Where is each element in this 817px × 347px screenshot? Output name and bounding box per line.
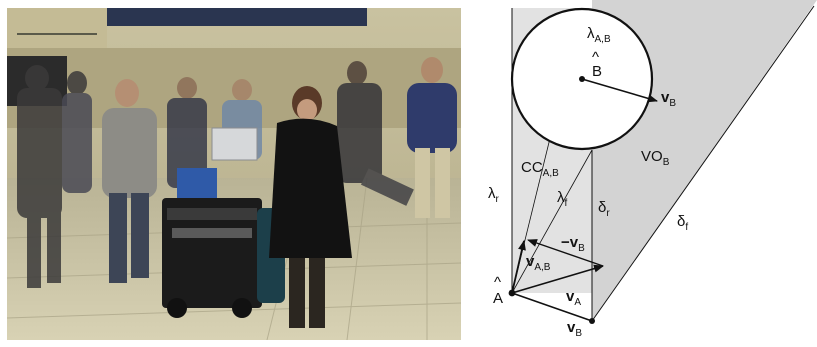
a-point [508, 289, 516, 297]
delta-f-label: δf [677, 213, 688, 233]
delta-f-line [591, 5, 815, 322]
a-hat-mark: ^ [494, 274, 501, 291]
cc-ab-label: CCA,B [521, 159, 559, 179]
neg-v-b-arrow [527, 239, 604, 267]
vo-b-label: VOB [641, 148, 670, 168]
v-a-label: vA [566, 288, 581, 308]
neg-v-b-label: −vB [561, 234, 585, 254]
b-hat-mark: ^ [592, 49, 599, 66]
v-b-arrow-bottom [511, 292, 593, 322]
v-a-arrow [511, 264, 604, 294]
delta-r-label: δr [598, 199, 610, 219]
station-photo [7, 8, 461, 340]
lambda-r-label: λr [488, 185, 500, 205]
v-b-arrow-top [581, 78, 658, 103]
v-b-label-top: vB [661, 89, 676, 109]
b-hat-label: B [592, 63, 602, 80]
a-hat-label: A [493, 290, 503, 307]
lambda-f-label: λf [557, 189, 568, 209]
v-ab-arrow [511, 240, 526, 294]
v-ab-label: vA,B [526, 253, 551, 273]
v-b-tip-point [589, 318, 595, 324]
lambda-ab-label: λA,B [587, 25, 611, 45]
lambda-f-line [511, 149, 593, 294]
v-b-label-bottom: vB [567, 319, 582, 339]
velocity-obstacle-diagram: λA,B ^ B vB CCA,B VOB λr λf δr δf −vB vA… [488, 0, 817, 339]
